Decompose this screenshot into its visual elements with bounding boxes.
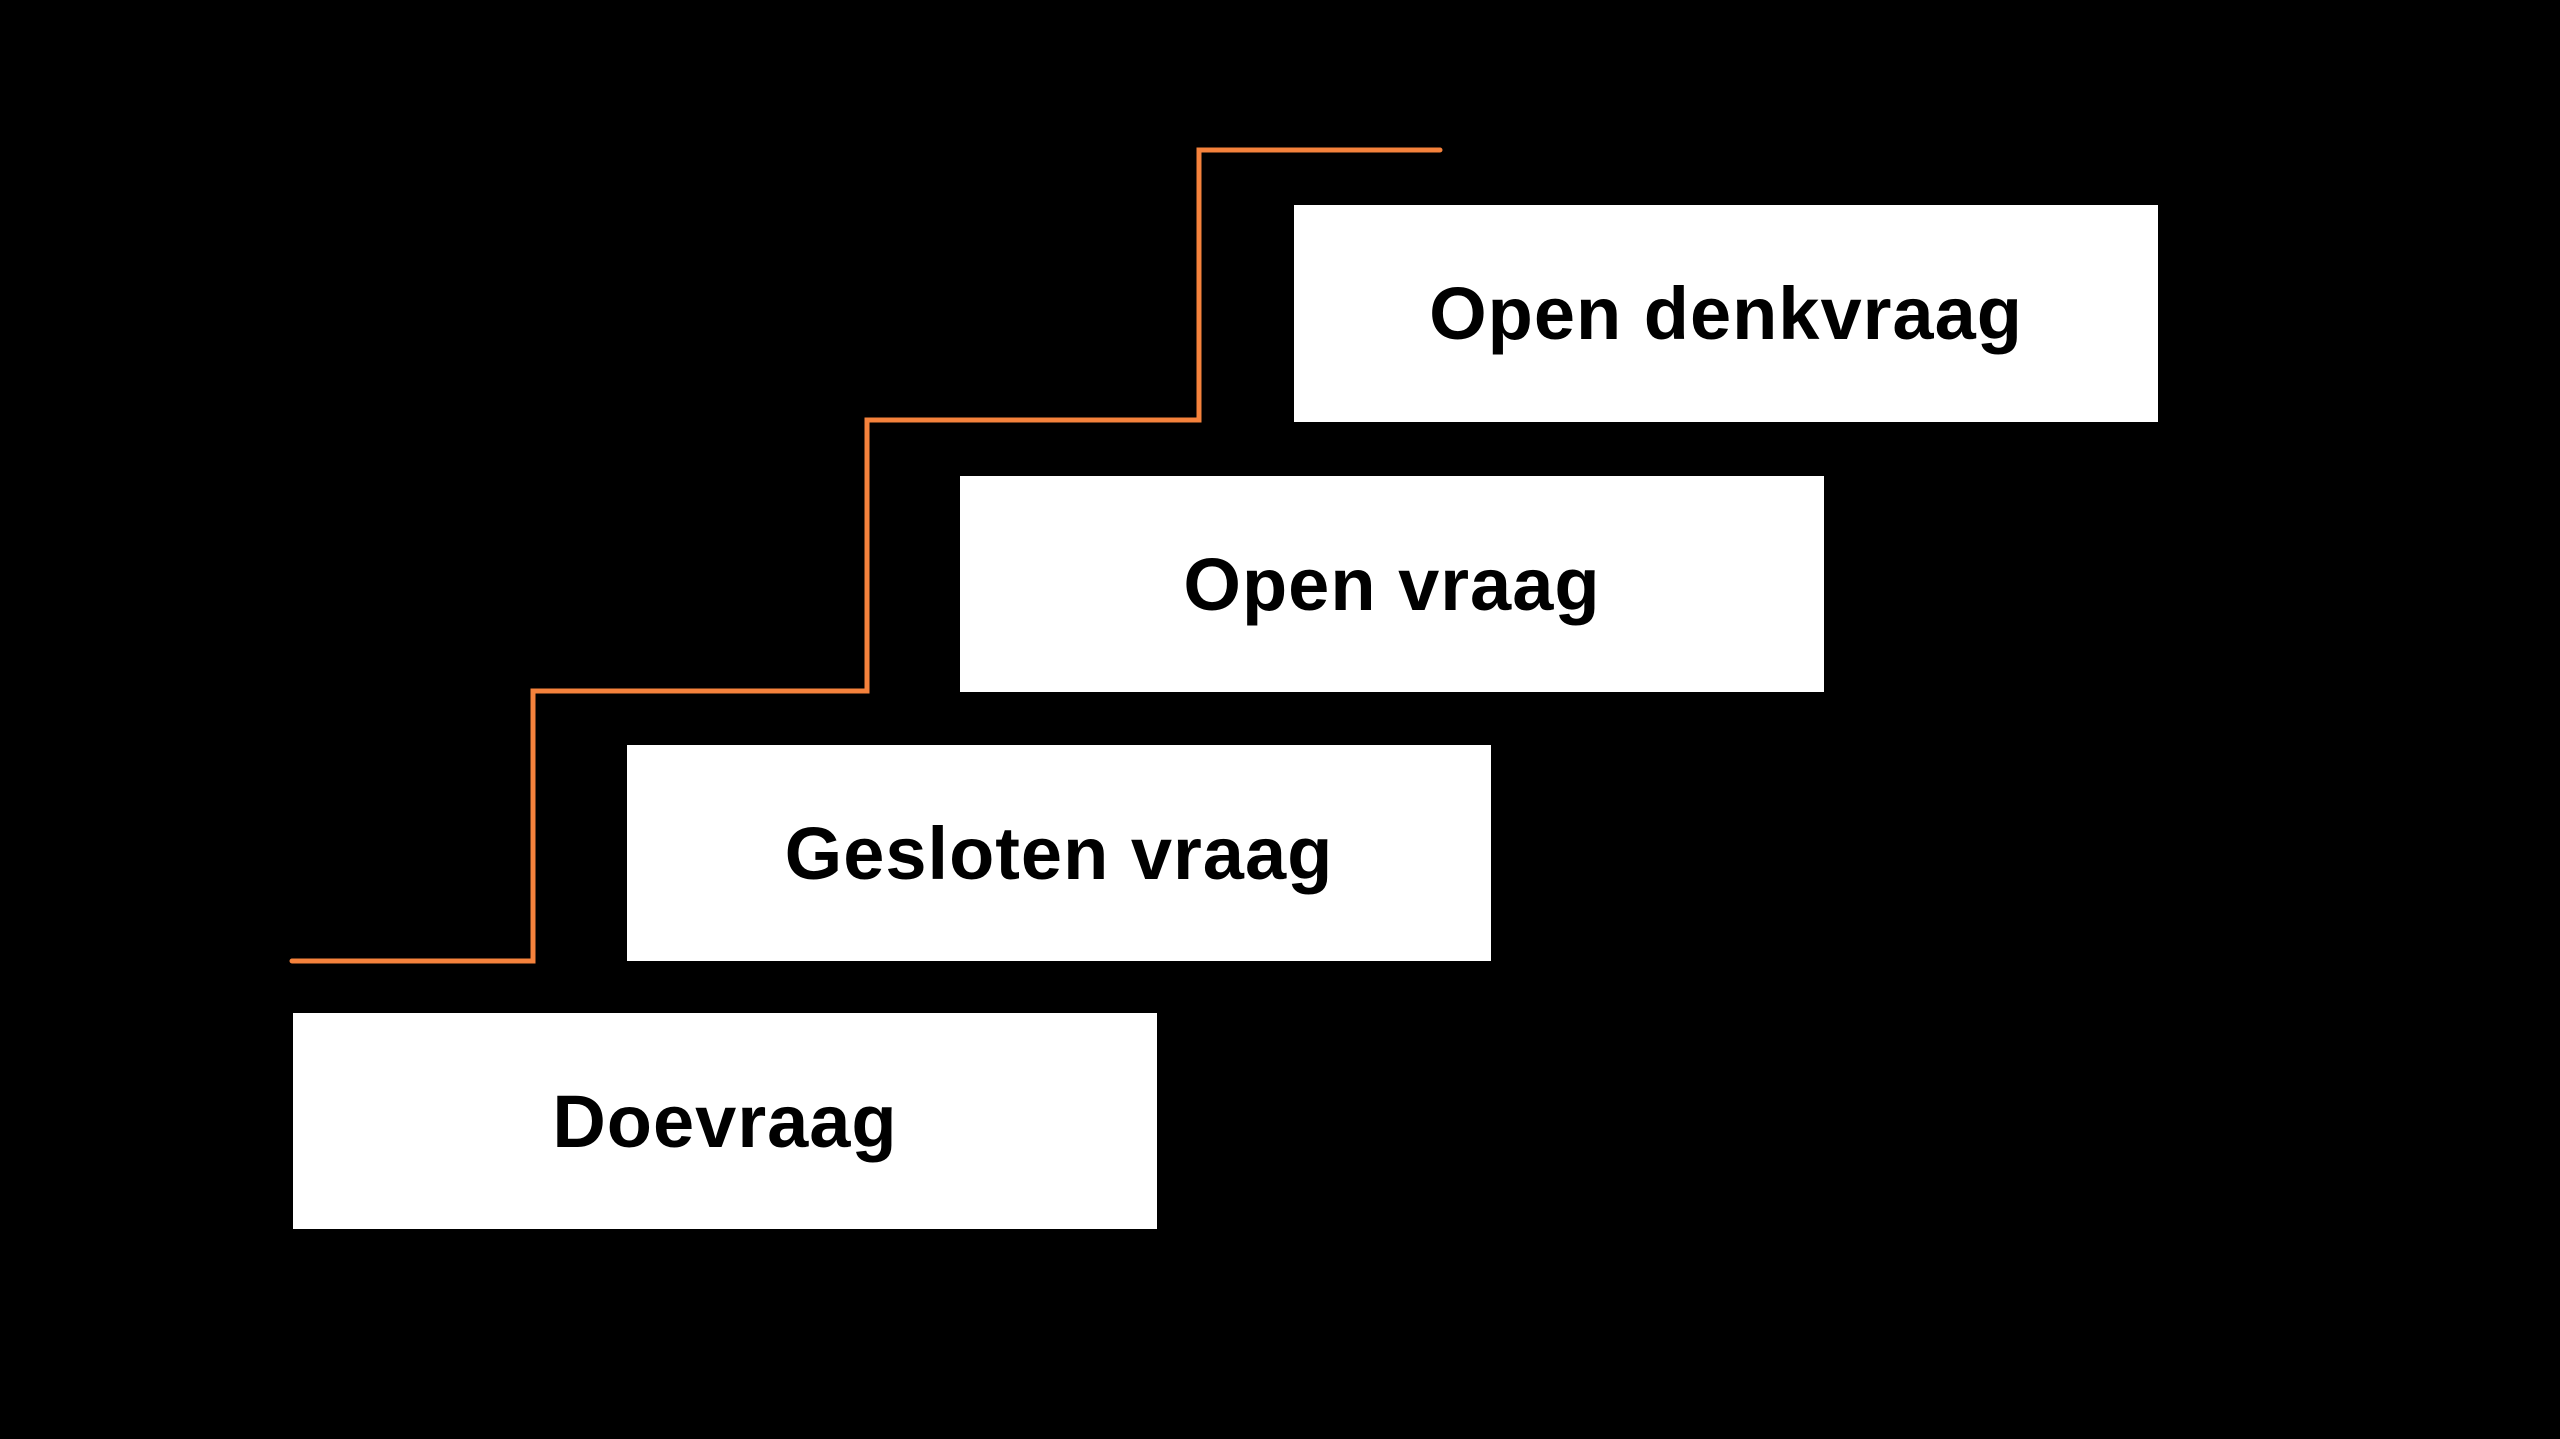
step-box-open-vraag: Open vraag [960, 476, 1824, 692]
step-label-open-denkvraag: Open denkvraag [1429, 272, 2023, 355]
step-label-doevraag: Doevraag [552, 1079, 898, 1163]
staircase-line-path [289, 147, 1443, 964]
step-box-gesloten-vraag: Gesloten vraag [627, 745, 1491, 961]
step-label-open-vraag: Open vraag [1183, 542, 1601, 626]
step-box-doevraag: Doevraag [293, 1013, 1157, 1229]
step-label-gesloten-vraag: Gesloten vraag [784, 811, 1334, 895]
step-box-open-denkvraag: Open denkvraag [1294, 205, 2158, 422]
